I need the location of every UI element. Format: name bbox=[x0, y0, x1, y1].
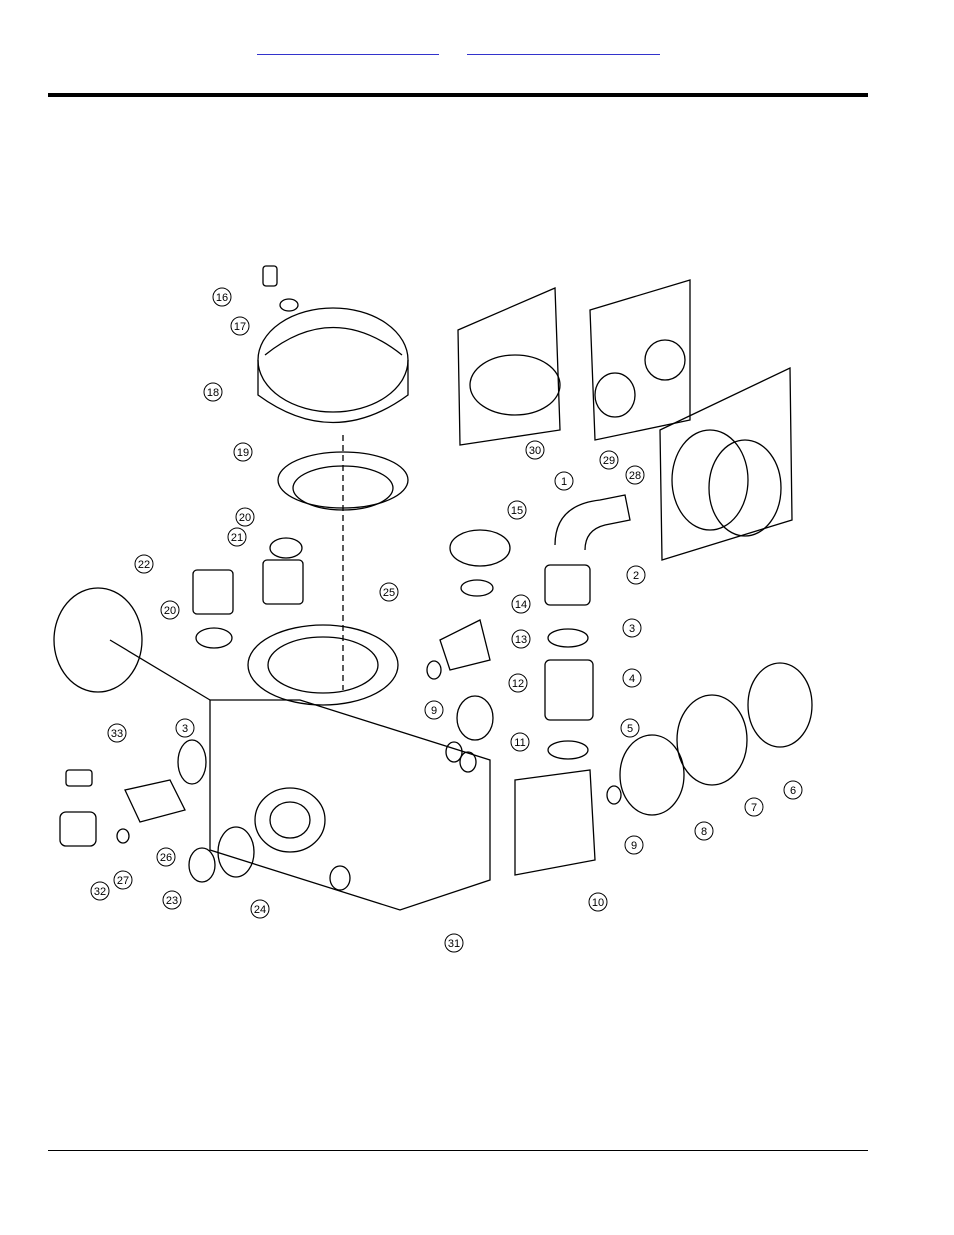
callout-15: 15 bbox=[511, 505, 523, 517]
callout-20b: 20 bbox=[164, 605, 176, 617]
pump-exploded-diagram: 16 17 18 19 20 21 22 20 25 15 14 13 12 1… bbox=[53, 265, 813, 953]
callout-9b: 9 bbox=[631, 840, 637, 852]
callout-5: 5 bbox=[627, 723, 633, 735]
callout-24: 24 bbox=[254, 904, 266, 916]
header-link-2[interactable] bbox=[467, 40, 660, 55]
callout-23: 23 bbox=[166, 895, 178, 907]
callout-28: 28 bbox=[629, 470, 641, 482]
callout-2: 2 bbox=[633, 570, 639, 582]
callout-19: 19 bbox=[237, 447, 249, 459]
callout-25: 25 bbox=[383, 587, 395, 599]
callout-13: 13 bbox=[515, 634, 527, 646]
callout-6: 6 bbox=[790, 785, 796, 797]
callout-3a: 3 bbox=[629, 623, 635, 635]
callout-31: 31 bbox=[448, 938, 460, 950]
callout-27: 27 bbox=[117, 875, 129, 887]
callout-4: 4 bbox=[629, 673, 635, 685]
header-link-1[interactable] bbox=[257, 40, 439, 55]
callout-32: 32 bbox=[94, 886, 106, 898]
callout-22: 22 bbox=[138, 559, 150, 571]
callout-17: 17 bbox=[234, 321, 246, 333]
callout-9a: 9 bbox=[431, 705, 437, 717]
callout-10: 10 bbox=[592, 897, 604, 909]
callout-12: 12 bbox=[512, 678, 524, 690]
callout-3b: 3 bbox=[182, 723, 188, 735]
callout-1: 1 bbox=[561, 476, 567, 488]
callout-8: 8 bbox=[701, 826, 707, 838]
callout-21: 21 bbox=[231, 532, 243, 544]
callout-30: 30 bbox=[529, 445, 541, 457]
callout-20a: 20 bbox=[239, 512, 251, 524]
header-rule bbox=[48, 93, 868, 97]
callout-7: 7 bbox=[751, 802, 757, 814]
callout-29: 29 bbox=[603, 455, 615, 467]
callout-16: 16 bbox=[216, 292, 228, 304]
callout-18: 18 bbox=[207, 387, 219, 399]
callout-33: 33 bbox=[111, 728, 123, 740]
callout-14: 14 bbox=[515, 599, 527, 611]
footer-rule bbox=[48, 1150, 868, 1151]
callout-26: 26 bbox=[160, 852, 172, 864]
callout-11: 11 bbox=[514, 737, 525, 749]
